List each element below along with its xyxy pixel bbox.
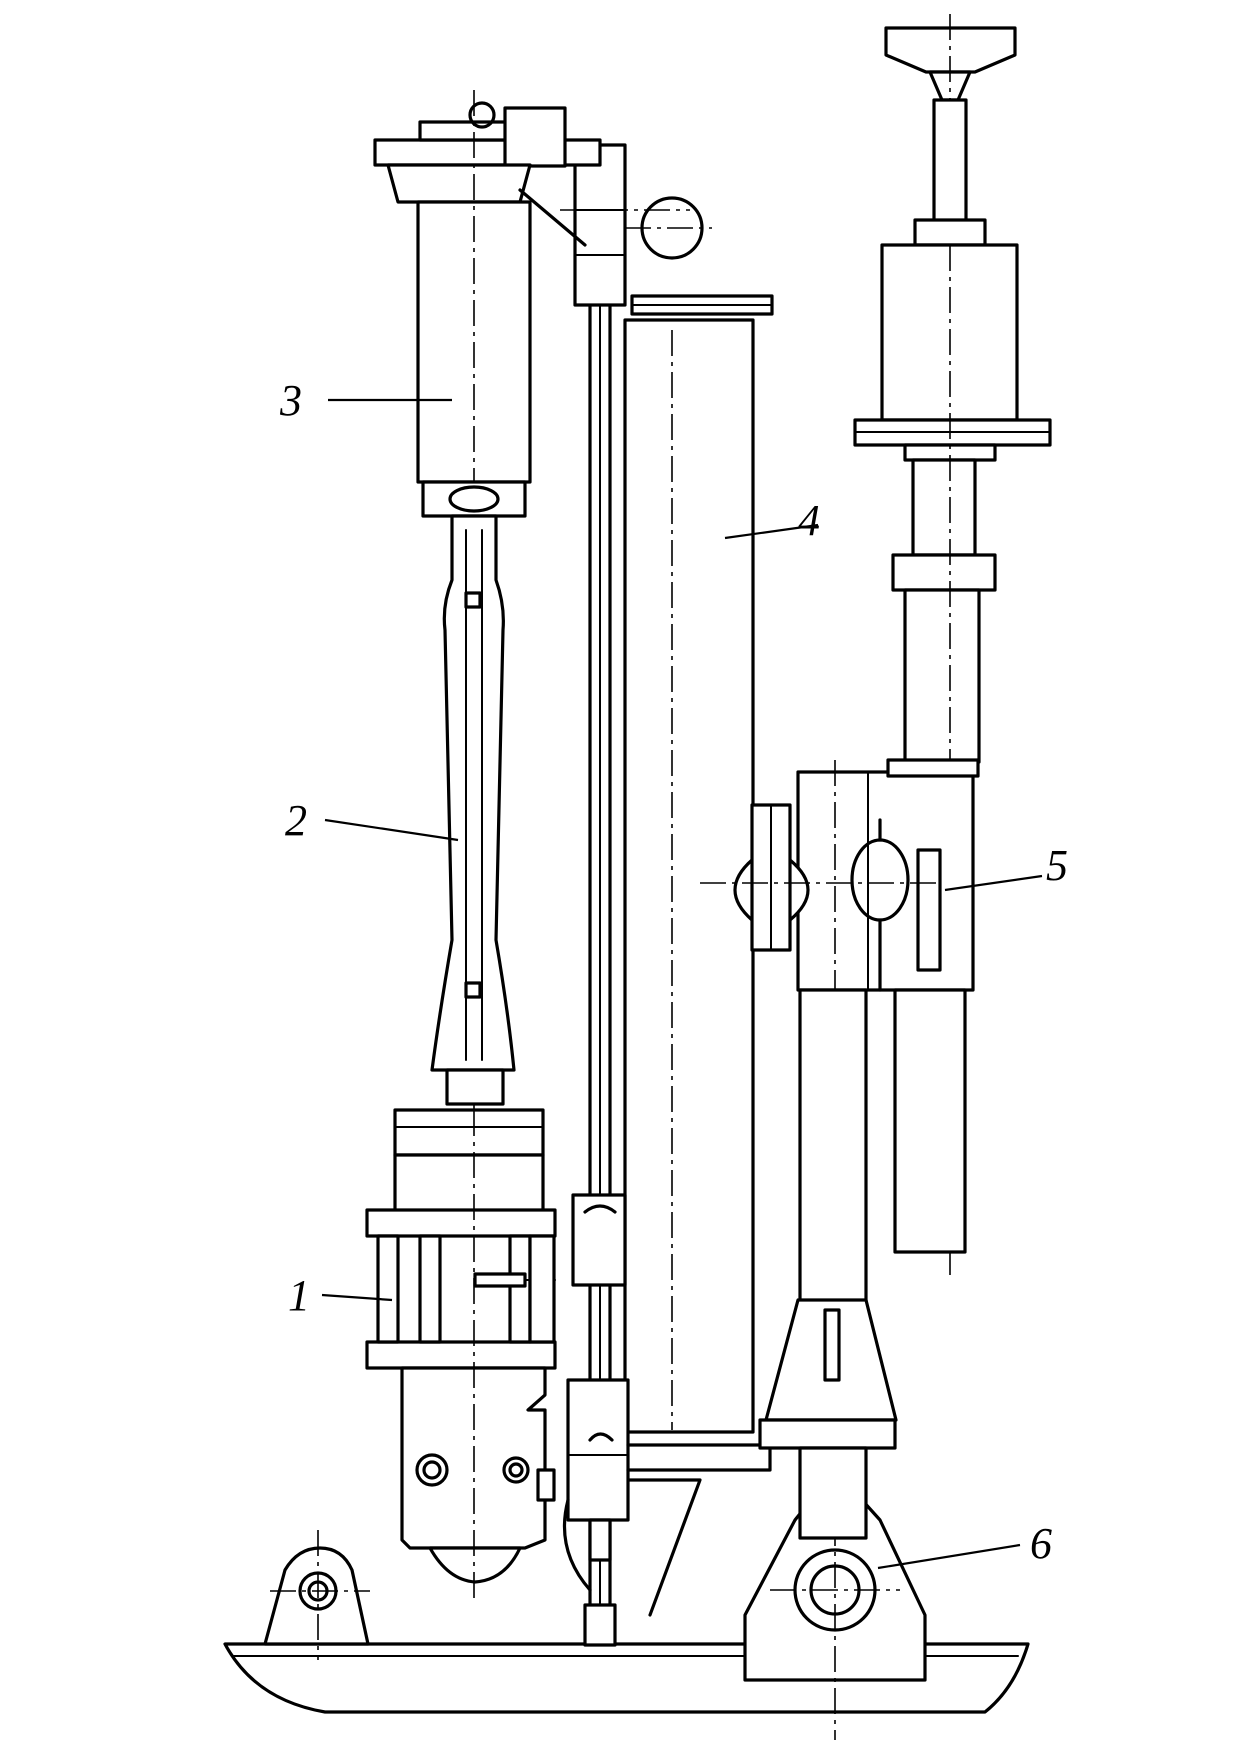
callout-label-5: 5 [1046,841,1068,890]
callout-label-6: 6 [1030,1519,1052,1568]
callout-5: 5 [944,841,1068,892]
callout-label-3: 3 [279,376,302,425]
callout-label-4: 4 [798,496,820,545]
guide-rod [560,143,772,1647]
callout-4: 4 [724,496,820,545]
callout-3: 3 [279,376,452,425]
side-handwheel [700,803,940,952]
mast-column-4 [623,196,774,1617]
callout-6: 6 [877,1519,1052,1570]
callout-label-1: 1 [288,1271,310,1320]
callout-2: 2 [285,796,459,845]
drive-shaft-2 [430,514,516,1106]
right-unit-5 [758,14,1052,1540]
callout-label-2: 2 [285,796,307,845]
left-bracket [263,1530,370,1660]
lower-motor-1 [365,1108,557,1600]
callout-1: 1 [288,1271,393,1320]
